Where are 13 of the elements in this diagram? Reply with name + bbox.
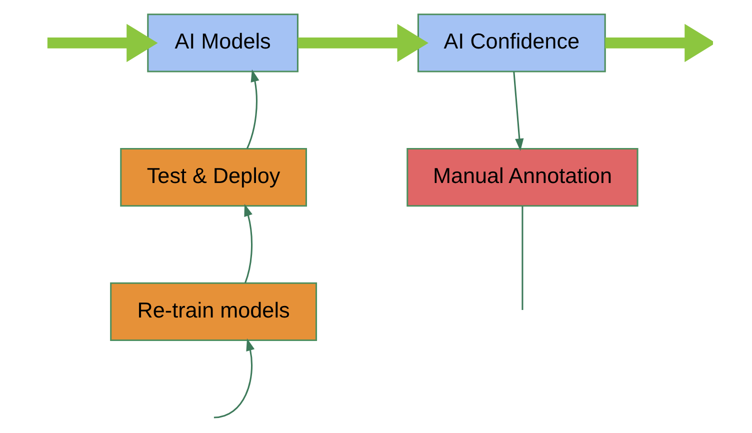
node-box: Re-train models: [110, 282, 317, 342]
arrow: [246, 69, 259, 149]
arrow: [244, 204, 252, 284]
arrow: [46, 24, 158, 62]
arrow: [213, 338, 254, 418]
node-box: AI Models: [146, 14, 298, 72]
arrow: [512, 72, 524, 151]
arrow: [604, 24, 712, 62]
node-box: Manual Annotation: [406, 148, 638, 207]
node-box: AI Confidence: [416, 14, 606, 72]
node-box: Test & Deploy: [120, 148, 306, 207]
connector: [521, 206, 523, 310]
arrow: [297, 24, 428, 62]
